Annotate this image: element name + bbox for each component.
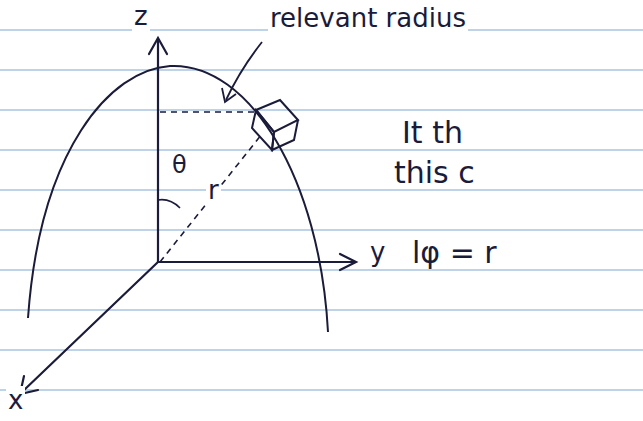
radius-label: r: [206, 176, 221, 205]
axis-label: y: [368, 238, 387, 267]
dashed-lines: [160, 112, 262, 262]
axis-label: z: [132, 2, 150, 31]
ruled-lines: [0, 30, 643, 390]
annotation-text: relevant radius: [268, 4, 468, 33]
angle-arc: [158, 200, 180, 208]
sphere-arc: [28, 66, 328, 332]
angle-label: θ: [170, 152, 189, 178]
note-text: this c: [392, 156, 477, 189]
leader-arrow: [222, 42, 262, 102]
note-text: It th: [400, 116, 465, 149]
volume-element: [252, 100, 298, 150]
axes: [20, 38, 356, 394]
equation-text: lφ = r: [410, 236, 499, 269]
axis-label: x: [6, 386, 25, 415]
